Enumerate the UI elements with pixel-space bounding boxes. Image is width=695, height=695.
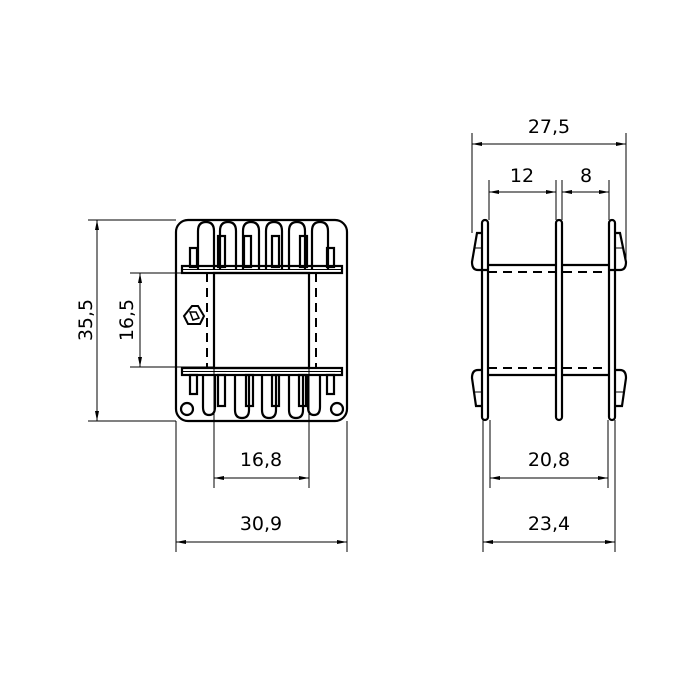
dim-chamber-2: 8 xyxy=(561,165,610,220)
dim-side-overall-width: 27,5 xyxy=(471,116,627,262)
dim-chamber-1: 12 xyxy=(488,165,557,220)
flange-left xyxy=(480,218,490,422)
dim-label-23-4: 23,4 xyxy=(528,513,570,535)
core-window xyxy=(212,271,311,370)
dim-window-height: 16,5 xyxy=(116,272,214,368)
dim-label-20-8: 20,8 xyxy=(528,449,570,471)
dim-inner-width: 20,8 xyxy=(489,420,609,488)
bottom-pin-slots xyxy=(179,373,345,420)
dim-label-12: 12 xyxy=(510,165,534,187)
dim-flange-width: 23,4 xyxy=(482,420,616,552)
dim-label-30-9: 30,9 xyxy=(240,513,282,535)
top-pin-slots xyxy=(188,220,336,270)
bobbin-body-outline xyxy=(174,218,349,423)
recycling-symbol-icon xyxy=(182,305,206,325)
flange-middle xyxy=(554,218,564,422)
dim-overall-width: 30,9 xyxy=(175,421,348,552)
dim-label-8: 8 xyxy=(580,165,592,187)
dim-label-27-5: 27,5 xyxy=(528,116,570,138)
dim-label-16-5: 16,5 xyxy=(116,299,138,341)
side-view: 27,5 12 8 20,8 23,4 xyxy=(470,116,628,552)
dim-window-width: 16,8 xyxy=(213,368,310,488)
dim-label-16-8: 16,8 xyxy=(240,449,282,471)
dim-label-35-5: 35,5 xyxy=(75,299,97,341)
front-view: 35,5 16,5 16,8 30,9 xyxy=(75,218,349,552)
dim-overall-height: 35,5 xyxy=(75,219,176,422)
flange-right xyxy=(607,218,617,422)
